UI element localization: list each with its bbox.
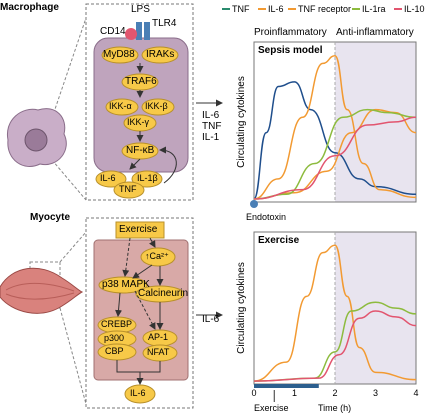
node-il6-label: IL-6 — [100, 173, 116, 183]
legend-label: TNF receptor — [298, 4, 352, 14]
plot-area-pro — [254, 42, 335, 202]
series-line-il-6 — [253, 244, 417, 382]
node-p38-shape — [98, 276, 148, 294]
node-ap1-label: AP-1 — [148, 332, 169, 342]
node-nfkb-label: NF-κB — [126, 145, 155, 156]
node-calcineurin-label: Calcineurin — [138, 288, 189, 299]
macrophage-outputs: IL-6 TNF IL-1 — [202, 110, 222, 143]
tlr4-label: TLR4 — [152, 18, 177, 29]
phase-label-anti: Anti-inflammatory — [336, 27, 414, 38]
lps-label: LPS — [131, 4, 150, 15]
legend-label: IL-1ra — [362, 4, 386, 14]
plot-area-anti — [335, 232, 416, 384]
node-ikkb-shape — [141, 98, 175, 116]
node-cbp-label: CBP — [105, 346, 124, 356]
legend-swatch — [258, 8, 266, 10]
chart-title: Exercise — [258, 235, 300, 246]
macrophage-frame — [85, 3, 194, 201]
node-p38-label: p38 MAPK — [102, 279, 150, 290]
legend-item-3: IL-1ra — [352, 3, 386, 15]
series-line-tnf — [253, 81, 417, 200]
node-ca-label: ↑Ca²⁺ — [145, 251, 169, 261]
plot-area-anti — [335, 42, 416, 202]
x-tick-label: 0 — [251, 388, 256, 398]
y-axis-title: Circulating cytokines — [236, 262, 247, 354]
series-line-il-10 — [253, 116, 417, 200]
legend: TNF IL-6 TNF receptor IL-1ra IL-10 — [222, 3, 430, 15]
node-tnf-label: TNF — [119, 184, 137, 194]
exercise-box-label: Exercise — [119, 224, 158, 235]
myocyte-output: IL-6 — [202, 314, 220, 325]
sepsis-annotation: Endotoxin — [246, 212, 287, 222]
legend-item-1: IL-6 — [258, 3, 284, 15]
muscle-fiber-icon — [0, 267, 84, 314]
legend-swatch — [394, 8, 402, 10]
series-line-il-10 — [253, 310, 417, 382]
tlr4-receptor-icon — [136, 22, 142, 40]
legend-swatch — [288, 8, 296, 10]
node-myd88-shape — [101, 46, 139, 64]
x-tick-label: 2 — [332, 388, 337, 398]
series-line-il-6 — [253, 54, 417, 200]
legend-item-2: TNF receptor — [288, 3, 351, 15]
node-ca-shape — [140, 247, 176, 267]
node-nfat-label: NFAT — [147, 347, 170, 357]
node-p300-label: p300 — [104, 333, 125, 343]
node-ikka-shape — [105, 98, 139, 116]
legend-swatch — [352, 8, 360, 10]
macrophage-zoom-line-top — [51, 17, 87, 119]
chart-title: Sepsis model — [258, 45, 323, 56]
cd14-icon — [125, 28, 137, 40]
endotoxin-marker — [250, 200, 258, 208]
y-axis-title: Circulating cytokines — [236, 76, 247, 168]
legend-item-4: IL-10 — [394, 3, 425, 15]
node-iraks-label: IRAKs — [146, 49, 175, 60]
series-line-il-1ra — [253, 108, 417, 200]
node-ikka-label: IKK-α — [109, 101, 132, 111]
node-myd88-label: MyD88 — [103, 49, 135, 60]
myocyte-zoom-line-bottom — [59, 307, 87, 405]
x-tick-label: 4 — [413, 388, 418, 398]
legend-swatch — [222, 8, 230, 10]
macrophage-zoom-line-bottom — [51, 159, 87, 201]
legend-item-0: TNF — [222, 3, 250, 15]
node-il1b-label: IL-1β — [137, 173, 158, 183]
node-ikkb-label: IKK-β — [145, 101, 168, 111]
tlr4-receptor-icon-2 — [144, 22, 150, 40]
plot-area-pro — [254, 232, 335, 384]
exercise-duration-bar — [254, 384, 319, 388]
legend-label: IL-10 — [404, 4, 425, 14]
node-il1b-shape — [131, 170, 163, 188]
legend-label: IL-6 — [268, 4, 284, 14]
node-il6-shape — [95, 170, 127, 188]
x-axis-title: Time (h) — [318, 403, 352, 413]
node-tnf-shape — [113, 181, 145, 199]
cd14-label: CD14 — [100, 26, 126, 37]
exercise-box-shape — [115, 221, 165, 239]
legend-label: TNF — [232, 4, 250, 14]
macrophage-title: Macrophage — [0, 2, 59, 13]
phase-label-pro: Proinflammatory — [254, 27, 327, 38]
myocyte-frame — [85, 217, 194, 409]
myocyte-zoom-line-top — [59, 231, 87, 263]
node-traf6-label: TRAF6 — [125, 76, 157, 87]
node-crebp-label: CREBP — [101, 319, 133, 329]
myocyte-title: Myocyte — [30, 212, 71, 223]
node-ikkg-label: IKK-γ — [127, 117, 150, 127]
x-tick-label: 3 — [373, 388, 378, 398]
x-tick-label: 1 — [292, 388, 297, 398]
node-il6-myocyte-label: IL-6 — [130, 388, 146, 398]
macrophage-cell-icon — [6, 108, 67, 167]
node-il6-myocyte-shape — [124, 384, 156, 404]
node-iraks-shape — [141, 46, 179, 64]
exercise-annotation: Exercise — [254, 403, 289, 413]
